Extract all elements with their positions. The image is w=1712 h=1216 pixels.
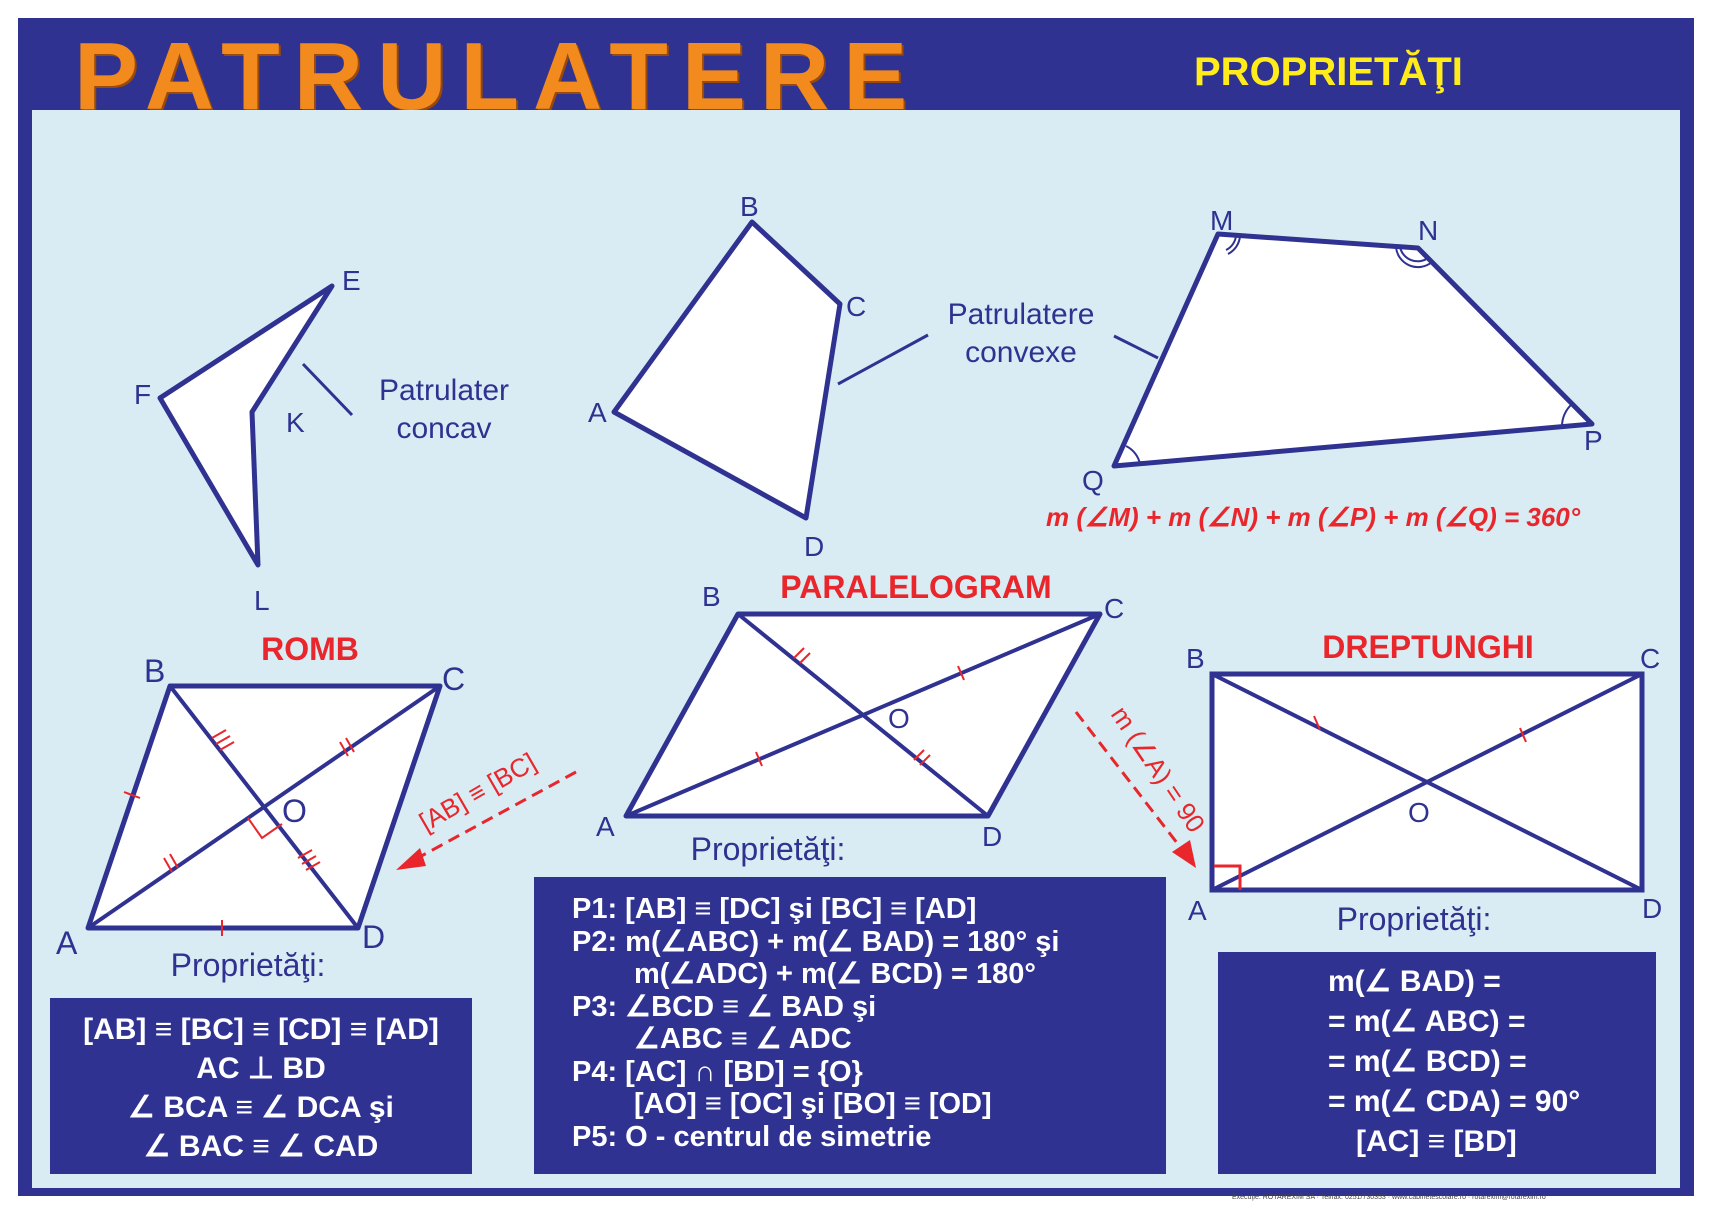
convex-pointer-right [1113, 334, 1159, 360]
dreptunghi-label-b: B [1186, 643, 1205, 674]
romb-label-a: A [56, 925, 78, 961]
paralelogram-property: P3: ∠BCD ≡ ∠ BAD şi [572, 990, 877, 1023]
concave-caption-line1: Patrulater [379, 374, 509, 407]
dreptunghi-diagonal-ticks [1313, 715, 1527, 743]
vertex-label-e: E [342, 265, 361, 296]
dreptunghi-right-angle-mark [1214, 864, 1242, 890]
angle-arc-n [1395, 246, 1433, 269]
dreptunghi-label-a: A [1188, 895, 1207, 926]
vertex-label-d: D [804, 531, 824, 562]
paralelogram-figure: PARALELOGRAM B C A D O Proprietăţi: [596, 569, 1124, 867]
vertex-label-p: P [1584, 425, 1603, 456]
dreptunghi-diagonal-bd [1211, 672, 1643, 892]
rect-arrow: m (∠A) = 90 [1074, 701, 1211, 868]
paralelogram-diagonal-ticks [755, 647, 965, 767]
romb-property: ∠ BCA ≡ ∠ DCA şi [128, 1091, 394, 1124]
dreptunghi-property: [AC] ≡ [BD] [1356, 1125, 1517, 1158]
paralelogram-property: P1: [AB] ≡ [DC] şi [BC] ≡ [AD] [572, 893, 977, 925]
romb-arrow: [AB] ≡ [BC] [396, 747, 577, 870]
paralelogram-label-b: B [702, 581, 721, 612]
romb-property: ∠ BAC ≡ ∠ CAD [143, 1130, 379, 1163]
romb-arrow-line [413, 770, 577, 862]
angle-arc-q [1125, 445, 1141, 465]
dreptunghi-figure: DREPTUNGHI B C A D O Proprietăţi: [1186, 629, 1662, 937]
paralelogram-label-a: A [596, 811, 615, 842]
dreptunghi-properties-label: Proprietăţi: [1337, 901, 1492, 937]
paralelogram-property: P4: [AC] ∩ [BD] = {O} [572, 1055, 863, 1088]
vertex-label-k: K [286, 407, 305, 438]
paralelogram-property: ∠ABC ≡ ∠ ADC [634, 1023, 852, 1055]
romb-properties-label: Proprietăţi: [171, 947, 326, 983]
paralelogram-properties-box: P1: [AB] ≡ [DC] şi [BC] ≡ [AD] P2: m(∠AB… [534, 877, 1166, 1174]
footer-credits: Execuţie: ROTAREXIM SA · Tel/fax: 0251/7… [1232, 1194, 1546, 1201]
dreptunghi-properties-box: m(∠ BAD) = = m(∠ ABC) = = m(∠ BCD) = = m… [1218, 952, 1656, 1174]
convex-caption-line1: Patrulatere [948, 298, 1095, 331]
romb-label-b: B [144, 653, 165, 689]
vertex-label-b: B [740, 191, 759, 222]
paralelogram-label-d: D [982, 821, 1002, 852]
paralelogram-property: P5: O - centrul de simetrie [572, 1120, 932, 1153]
convex-caption-line2: convexe [965, 336, 1077, 369]
romb-arrow-label: [AB] ≡ [BC] [414, 747, 541, 838]
dreptunghi-title: DREPTUNGHI [1322, 629, 1534, 665]
romb-properties-box: [AB] ≡ [BC] ≡ [CD] ≡ [AD] AC ⊥ BD ∠ BCA … [50, 998, 472, 1174]
romb-tick-ab [123, 791, 141, 799]
romb-property: AC ⊥ BD [196, 1052, 326, 1085]
convex-mnpq: M N P Q m (∠M) + m (∠N) + m (∠P) + m (∠Q… [1046, 205, 1603, 532]
angle-arc-m2 [1225, 235, 1237, 251]
romb-title: ROMB [261, 631, 359, 667]
convex-abcd: B C A D Patrulatere convexe [588, 191, 1094, 562]
dreptunghi-property: = m(∠ ABC) = [1328, 1005, 1526, 1038]
vertex-label-c: C [846, 291, 866, 322]
dreptunghi-label-o: O [1408, 797, 1430, 828]
angle-arc-n2 [1399, 246, 1429, 263]
romb-arrow-head [396, 848, 426, 870]
paralelogram-label-o: O [888, 703, 910, 734]
dreptunghi-property: = m(∠ CDA) = 90° [1328, 1085, 1581, 1118]
romb-diagonal-ticks [163, 729, 355, 873]
paralelogram-property: P2: m(∠ABC) + m(∠ BAD) = 180° şi [572, 925, 1060, 958]
dreptunghi-property: m(∠ BAD) = [1328, 965, 1501, 998]
rect-arrow-line [1074, 711, 1186, 853]
paralelogram-property: [AO] ≡ [OC] şi [BO] ≡ [OD] [634, 1088, 992, 1120]
paralelogram-property: m(∠ADC) + m(∠ BCD) = 180° [634, 958, 1036, 990]
paralelogram-label-c: C [1104, 593, 1124, 624]
dreptunghi-property: = m(∠ BCD) = [1328, 1045, 1527, 1078]
romb-label-c: C [442, 661, 465, 697]
angle-arc-m [1227, 235, 1241, 255]
vertex-label-n: N [1418, 215, 1438, 246]
convex-pointer-left [837, 333, 929, 386]
romb-figure: ROMB B C A D O Proprietăţi: [56, 631, 465, 983]
paralelogram-properties-label: Proprietăţi: [691, 831, 846, 867]
dreptunghi-label-c: C [1640, 643, 1660, 674]
concave-quadrilateral: E F K L Patrulater concav [134, 265, 509, 616]
concave-shape [157, 283, 335, 568]
romb-right-angle-mark [247, 817, 283, 840]
vertex-label-f: F [134, 379, 151, 410]
romb-label-o: O [282, 793, 307, 829]
poster-subtitle: PROPRIETĂŢI [1194, 50, 1463, 94]
romb-diagonal-bd [168, 684, 360, 930]
paralelogram-title: PARALELOGRAM [780, 569, 1051, 605]
concave-pointer [301, 362, 354, 417]
romb-property: [AB] ≡ [BC] ≡ [CD] ≡ [AD] [83, 1013, 439, 1046]
angle-sum-formula: m (∠M) + m (∠N) + m (∠P) + m (∠Q) = 360° [1046, 502, 1581, 532]
convex-abcd-shape [611, 219, 843, 521]
dreptunghi-label-d: D [1642, 893, 1662, 924]
paralelogram-diagonal-bd [736, 612, 990, 818]
convex-mnpq-shape [1111, 231, 1595, 469]
vertex-label-a: A [588, 397, 607, 428]
romb-label-d: D [362, 919, 385, 955]
vertex-label-l: L [254, 585, 270, 616]
rect-arrow-head [1172, 840, 1196, 868]
concave-caption-line2: concav [396, 412, 491, 445]
angle-arc-p [1560, 403, 1573, 428]
vertex-label-q: Q [1082, 465, 1104, 496]
vertex-label-m: M [1210, 205, 1233, 236]
